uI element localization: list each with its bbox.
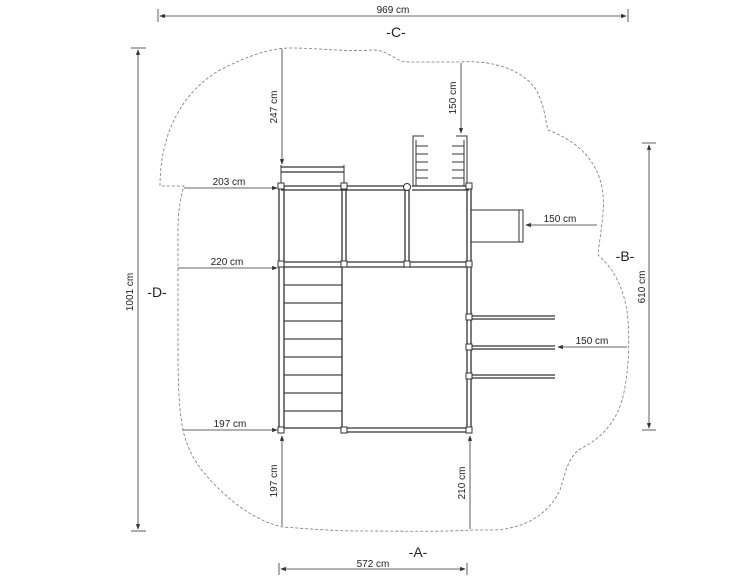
left-bottom-label: 197 cm bbox=[214, 419, 247, 430]
monkey-bars bbox=[471, 315, 555, 379]
structure-width-label: 572 cm bbox=[357, 559, 390, 570]
left-mid-label: 220 cm bbox=[211, 257, 244, 268]
slide-right-label: 150 cm bbox=[544, 214, 577, 225]
dimension-left-top: 203 cm bbox=[184, 177, 278, 191]
dimension-top-right: 150 cm bbox=[448, 63, 464, 134]
overall-width-label: 969 cm bbox=[377, 5, 410, 16]
side-label-d: -D- bbox=[147, 284, 167, 300]
overall-depth-label: 1001 cm bbox=[125, 273, 136, 311]
safety-zone-outline bbox=[159, 47, 630, 532]
slide bbox=[470, 209, 524, 243]
dimension-overall-depth: 1001 cm bbox=[125, 47, 146, 532]
zone-right-depth-label: 610 cm bbox=[637, 271, 648, 304]
climbing-rack bbox=[412, 135, 468, 186]
dimension-zone-right-depth: 610 cm bbox=[637, 142, 656, 431]
dimension-slide-right: 150 cm bbox=[525, 214, 597, 228]
top-left-label: 247 cm bbox=[269, 91, 280, 124]
bottom-left-label: 197 cm bbox=[269, 465, 280, 498]
top-right-label: 150 cm bbox=[448, 82, 459, 115]
dimension-bottom-right: 210 cm bbox=[457, 435, 473, 529]
left-top-label: 203 cm bbox=[213, 177, 246, 188]
dimension-bars-right: 150 cm bbox=[557, 336, 627, 350]
bottom-right-label: 210 cm bbox=[457, 467, 468, 500]
dimension-overall-width: 969 cm bbox=[157, 5, 629, 22]
dimension-left-mid: 220 cm bbox=[178, 257, 278, 271]
dimension-left-bottom: 197 cm bbox=[183, 419, 278, 433]
bars-right-label: 150 cm bbox=[576, 336, 609, 347]
side-label-c: -C- bbox=[386, 24, 406, 40]
dimension-bottom-left: 197 cm bbox=[269, 435, 285, 526]
side-label-a: -A- bbox=[409, 544, 428, 560]
posts bbox=[277, 182, 473, 434]
play-structure bbox=[278, 165, 472, 433]
dimension-top-left: 247 cm bbox=[269, 49, 285, 165]
side-label-b: -B- bbox=[616, 248, 635, 264]
dimension-structure-width: 572 cm bbox=[278, 559, 468, 575]
